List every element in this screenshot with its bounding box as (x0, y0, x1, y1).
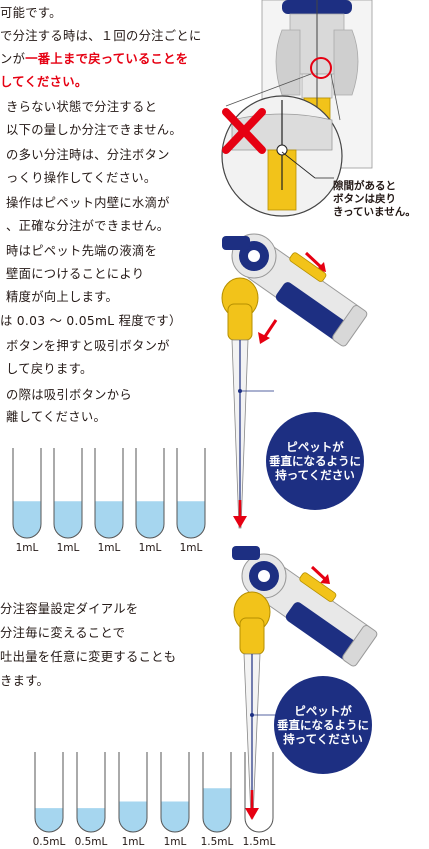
tube-volume-label: 1mL (163, 836, 187, 848)
tube-liquid (35, 808, 63, 832)
tube-outline (12, 448, 42, 539)
text-line: 離してください。 (6, 410, 107, 424)
tube-outline (118, 752, 148, 833)
pipette-illustration-1 (221, 233, 368, 529)
text-line: 時はピペット先端の液滴を (6, 244, 158, 258)
text-line: 可能です。 (0, 6, 62, 20)
tube-volume-label: 1.5mL (200, 836, 234, 848)
bubble-line: 持ってください (283, 732, 363, 746)
tube-liquid (54, 501, 82, 538)
tube-outline (202, 752, 232, 833)
text-line: 精度が向上します。 (6, 290, 119, 304)
text-line: 分注毎に変えることで (0, 626, 126, 640)
text-line: は 0.03 〜 0.05mL 程度です） (0, 314, 182, 328)
tube-liquid (161, 801, 189, 832)
test-tube (202, 752, 232, 833)
text-emphasis: 一番上まで戻っていることを (25, 52, 189, 66)
instruction-text-1: 可能です。 で分注する時は、１回の分注ごとに ンが一番上まで戻っていることを し… (0, 0, 260, 440)
tube-liquid (119, 801, 147, 832)
tube-outline (244, 752, 274, 833)
tube-outline (135, 448, 165, 539)
test-tube (118, 752, 148, 833)
text-plain: ンが (0, 52, 26, 66)
text-line: 吐出量を任意に変更することも (0, 650, 177, 664)
pipette-closeup-illustration (221, 0, 373, 217)
text-line: 壁面につけることにより (6, 267, 145, 281)
test-tube (53, 448, 83, 539)
callout-line: ボタンは戻り (333, 193, 396, 205)
hold-vertical-bubble-2: ピペットが 垂直になるように 持ってください (274, 676, 372, 774)
text-line: 以下の量しか分注できません。 (6, 123, 182, 137)
callout-line: 隙間があると (333, 180, 396, 192)
tube-liquid (77, 808, 105, 832)
tube-volume-label: 1mL (56, 542, 80, 554)
bubble-line: 垂直になるように (269, 454, 361, 468)
text-line: 分注容量設定ダイアルを (0, 602, 139, 616)
tube-liquid (136, 501, 164, 538)
text-line: 操作はピペット内壁に水滴が (6, 196, 170, 210)
text-line: ボタンを押すと吸引ボタンが (6, 339, 170, 353)
tube-liquid (177, 501, 205, 538)
text-emphasis-line: してください。 (0, 75, 88, 89)
test-tube (135, 448, 165, 539)
tube-outline (176, 448, 206, 539)
text-line: 、正確な分注ができません。 (6, 219, 170, 233)
bubble-line: 垂直になるように (277, 718, 369, 732)
tube-outline (34, 752, 64, 833)
test-tube (12, 448, 42, 539)
test-tube (34, 752, 64, 833)
tube-volume-label: 1mL (138, 542, 162, 554)
tube-outline (53, 448, 83, 539)
tube-volume-label: 1mL (179, 542, 203, 554)
test-tube (76, 752, 106, 833)
text-line: の多い分注時は、分注ボタン (6, 148, 170, 162)
tube-outline (76, 752, 106, 833)
tube-liquid (13, 501, 41, 538)
test-tube (244, 752, 274, 833)
text-line: して戻ります。 (6, 362, 93, 376)
tube-outline (160, 752, 190, 833)
tube-volume-label: 0.5mL (32, 836, 66, 848)
bubble-line: ピペットが (294, 704, 352, 718)
tube-volume-label: 0.5mL (74, 836, 108, 848)
text-line: きます。 (0, 674, 50, 688)
tube-liquid (95, 501, 123, 538)
bubble-line: 持ってください (275, 468, 355, 482)
tube-volume-label: 1mL (15, 542, 39, 554)
test-tube (160, 752, 190, 833)
hold-vertical-bubble-1: ピペットが 垂直になるように 持ってください (266, 412, 364, 510)
instruction-text-2: 分注容量設定ダイアルを 分注毎に変えることで 吐出量を任意に変更することも きま… (0, 600, 230, 690)
tube-outline (94, 448, 124, 539)
text-line: きらない状態で分注すると (6, 100, 158, 114)
text-line: ンが一番上まで戻っていることを (0, 50, 188, 68)
gap-callout: 隙間があると ボタンは戻り きっていません。 (333, 180, 416, 219)
text-line: の際は吸引ボタンから (6, 388, 132, 402)
text-line: で分注する時は、１回の分注ごとに (0, 29, 202, 43)
tube-liquid (203, 788, 231, 832)
bubble-line: ピペットが (286, 440, 344, 454)
callout-line: きっていません。 (333, 206, 416, 218)
test-tube (176, 448, 206, 539)
tube-volume-label: 1.5mL (242, 836, 276, 848)
tube-volume-label: 1mL (121, 836, 145, 848)
test-tube (94, 448, 124, 539)
text-line: っくり操作してください。 (6, 171, 157, 185)
tube-volume-label: 1mL (97, 542, 121, 554)
